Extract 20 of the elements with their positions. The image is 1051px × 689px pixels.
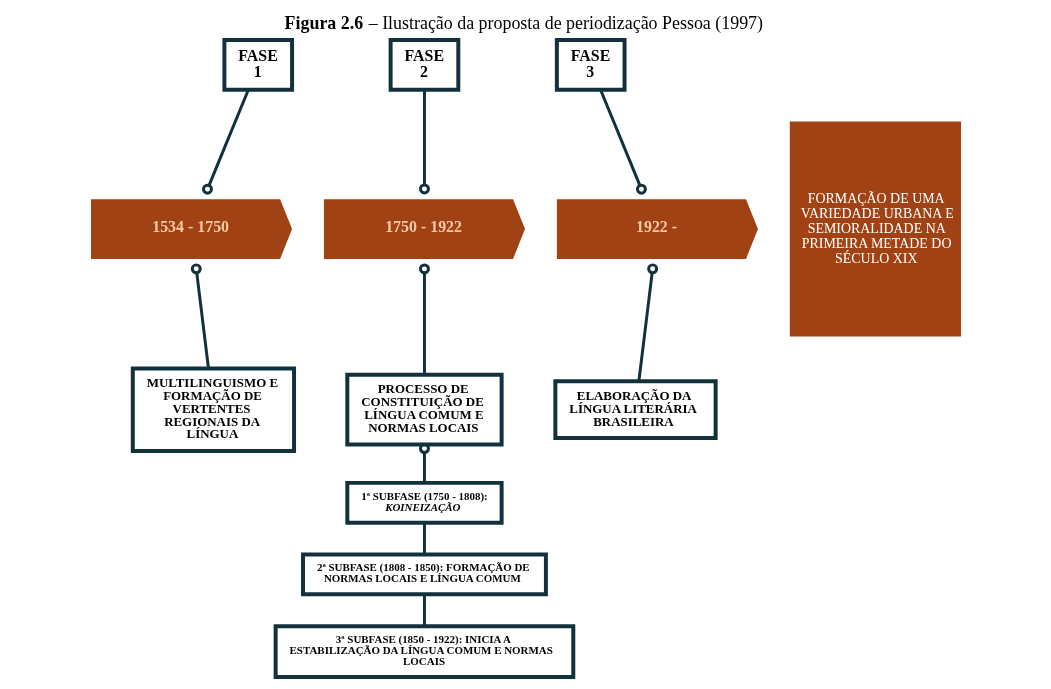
node-box: FORMAÇÃO DE UMA VARIEDADE URBANA E SEMIORALIDADE NA PRIMEIRA METADE DO SÉCULO XIX [789,121,961,337]
connector [190,263,210,369]
node-box: FASE 1 [221,37,294,92]
connector [418,263,430,375]
connector [201,89,250,195]
connector [636,263,658,382]
node-box: FASE 3 [554,37,627,92]
connector [422,522,426,555]
node-box: PROCESSO DE CONSTITUIÇÃO DE LÍNGUA COMUM E NORMAS LOCAIS [344,372,504,447]
connector [422,594,426,626]
connector [598,89,647,195]
node-box: FASE 2 [388,37,460,92]
node-box: 2ª SUBFASE (1808 - 1850): FORMAÇÃO DE NORMAS LOCAIS E LÍNGUA COMUM [300,552,548,597]
node-box: 3ª SUBFASE (1850 - 1922): INICIA A ESTABILIZAÇÃO DA LÍNGUA COMUM E NORMAS LOCAIS [273,624,575,679]
node-box: 1ª SUBFASE (1750 - 1808): KOINEIZAÇÃO [344,480,504,525]
node-box: ELABORAÇÃO DA LÍNGUA LITERÁRIA BRASILEIRA [552,379,718,441]
node-box: MULTILINGUISMO E FORMAÇÃO DE VERTENTES REGIONAIS DA LÍNGUA [130,366,296,453]
diagram-title: Figura 2.6 – Ilustração da proposta de periodização Pessoa (1997) [284,13,763,34]
connector [418,89,430,195]
connector [418,443,430,483]
